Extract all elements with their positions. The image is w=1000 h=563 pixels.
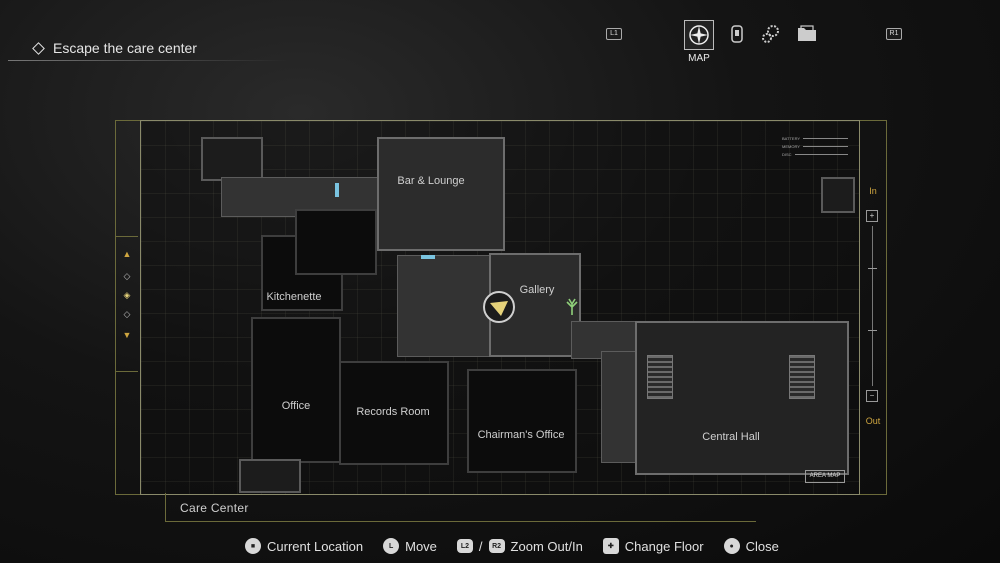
room-north-east [821, 177, 855, 213]
gears-icon [762, 25, 779, 43]
dpad-icon: ✚ [602, 538, 619, 554]
button-hints: ■ Current Location L Move L2 / R2 Zoom O… [245, 538, 779, 554]
hint-move: Move [405, 538, 437, 554]
room-label-chairmans-office: Chairman's Office [477, 429, 565, 441]
room-kitchenette-annex [295, 209, 377, 275]
room-label-records-room: Records Room [356, 406, 430, 418]
square-button-icon: ■ [245, 538, 261, 554]
door-marker [335, 183, 339, 197]
room-bar-lounge [377, 137, 505, 251]
status-label: DISC [782, 151, 792, 157]
status-row: BATTERY [782, 134, 848, 142]
status-label: MEMORY [782, 143, 800, 149]
tab-character[interactable] [723, 20, 751, 48]
zoom-tick [868, 268, 877, 269]
map-view[interactable]: Bar & Lounge Kitchenette Office Records … [140, 120, 860, 495]
room-label-office: Office [281, 400, 311, 412]
room-label-kitchenette: Kitchenette [266, 291, 322, 303]
room-label-bar-lounge: Bar & Lounge [397, 175, 465, 187]
floor-marker-icon[interactable]: ◇ [123, 271, 131, 281]
area-name: Care Center [180, 501, 249, 515]
floor-marker-icon[interactable]: ◇ [123, 309, 131, 319]
stairs-east [789, 355, 815, 399]
room-label-gallery: Gallery [519, 284, 555, 296]
zoom-level-indicator [868, 330, 877, 331]
stairs-west [647, 355, 673, 399]
area-name-box: Care Center [165, 493, 756, 522]
zoom-in-label: In [869, 186, 877, 196]
area-map-button[interactable]: AREA MAP [805, 470, 845, 483]
character-icon [731, 25, 743, 43]
zoom-track[interactable] [872, 226, 873, 386]
room-label-central-hall: Central Hall [702, 431, 760, 443]
floor-up-icon[interactable]: ▲ [122, 249, 132, 259]
room-office [251, 317, 341, 463]
zoom-rail[interactable]: In + − Out [862, 178, 884, 434]
room-top-left [201, 137, 263, 181]
left-stick-icon: L [383, 538, 400, 554]
player-location-icon [483, 291, 515, 323]
hint-close: Close [745, 538, 779, 554]
tab-map[interactable] [684, 20, 714, 50]
objective-diamond-icon [32, 41, 45, 55]
compass-icon [689, 25, 709, 45]
floor-selector[interactable]: ▲ ◇ ◈ ◇ ▼ [116, 236, 138, 372]
tab-upgrades[interactable] [757, 20, 785, 48]
hint-current-location: Current Location [267, 538, 364, 554]
zoom-out-label: Out [865, 416, 881, 426]
door-marker [421, 255, 435, 259]
zoom-in-button[interactable]: + [866, 210, 878, 222]
objective-divider [8, 60, 288, 61]
objective: Escape the care center [32, 40, 197, 56]
corridor-south-east [601, 351, 639, 463]
l2-button-icon: L2 [456, 539, 473, 553]
room-south-west [239, 459, 301, 493]
status-label: BATTERY [782, 135, 801, 141]
hint-slash: / [478, 538, 483, 554]
objective-text: Escape the care center [53, 40, 197, 56]
herb-item-icon [566, 298, 578, 315]
r1-shoulder-button[interactable]: R1 [886, 28, 902, 40]
circle-button-icon: ● [723, 538, 740, 554]
zoom-out-button[interactable]: − [866, 390, 878, 402]
status-panel: BATTERY MEMORY DISC [782, 134, 848, 162]
tab-files[interactable] [793, 20, 821, 48]
l1-shoulder-button[interactable]: L1 [606, 28, 622, 40]
room-records [339, 361, 449, 465]
room-chairmans-office [467, 369, 577, 473]
current-floor-icon[interactable]: ◈ [123, 290, 131, 300]
r2-button-icon: R2 [488, 539, 505, 553]
status-row: MEMORY [782, 142, 848, 150]
hint-change-floor: Change Floor [624, 538, 704, 554]
hint-zoom: Zoom Out/In [510, 538, 583, 554]
floor-down-icon[interactable]: ▼ [122, 330, 132, 340]
status-row: DISC [782, 150, 848, 158]
tab-map-label: MAP [688, 53, 710, 64]
files-icon [798, 25, 816, 41]
